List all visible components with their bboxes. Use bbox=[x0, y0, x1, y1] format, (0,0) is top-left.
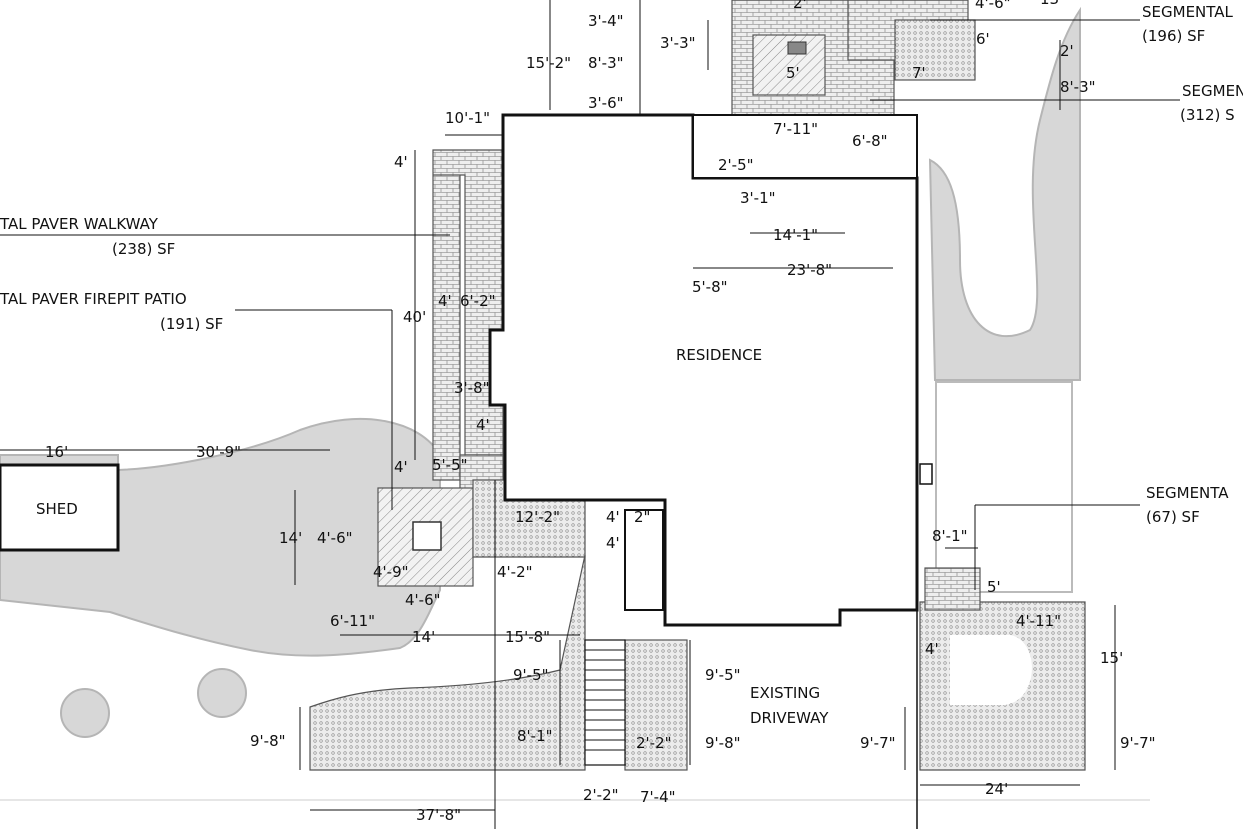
grill-box bbox=[787, 41, 807, 55]
seg-right-callout-area: (67) SF bbox=[1146, 508, 1200, 526]
dim-label: 2" bbox=[634, 508, 650, 526]
dim-label: 4'-6" bbox=[405, 591, 441, 609]
seg-right-callout-name: SEGMENTA bbox=[1146, 484, 1229, 502]
seg-mid-callout-area: (312) S bbox=[1180, 106, 1235, 124]
dim-label: 5' bbox=[987, 578, 1001, 596]
dim-label: 23'-8" bbox=[787, 261, 832, 279]
entry-steps bbox=[584, 639, 626, 766]
dim-label: 8'-3" bbox=[588, 54, 624, 72]
dim-label: 3'-4" bbox=[588, 12, 624, 30]
dim-label: 4' bbox=[925, 640, 939, 658]
firepit-callout-area: (191) SF bbox=[160, 315, 223, 333]
dim-label: 2'-5" bbox=[718, 156, 754, 174]
dim-label: 3'-1" bbox=[740, 189, 776, 207]
dim-label: 8'-1" bbox=[932, 527, 968, 545]
walkway-callout-name: TAL PAVER WALKWAY bbox=[0, 215, 159, 233]
window-box bbox=[624, 509, 664, 611]
dim-label: 14' bbox=[279, 529, 302, 547]
dim-label: 2' bbox=[793, 0, 807, 12]
residence-label: RESIDENCE bbox=[676, 346, 762, 364]
paver-walkway-left bbox=[432, 149, 504, 481]
pebble-pad-right-cut bbox=[950, 635, 1032, 705]
dim-label: 7'-11" bbox=[773, 120, 818, 138]
dim-label: 6' bbox=[976, 30, 990, 48]
dim-label: 4' bbox=[394, 153, 408, 171]
dim-label: 5'-8" bbox=[692, 278, 728, 296]
dim-label: 4' bbox=[476, 416, 490, 434]
dim-label: 13' bbox=[1040, 0, 1063, 8]
paver-strip-top bbox=[894, 19, 976, 81]
seg-mid-callout-name: SEGMEN bbox=[1182, 82, 1243, 100]
dim-label: 40' bbox=[403, 308, 426, 326]
dim-label: 9'-8" bbox=[250, 732, 286, 750]
dim-label: 7'-4" bbox=[640, 788, 676, 806]
dim-label: 4' bbox=[394, 458, 408, 476]
dim-label: 8'-1" bbox=[517, 727, 553, 745]
dim-label: 5' bbox=[786, 64, 800, 82]
dim-label: 5'-5" bbox=[432, 456, 468, 474]
dim-label: 30'-9" bbox=[196, 443, 241, 461]
seg-top-callout-area: (196) SF bbox=[1142, 27, 1205, 45]
dim-label: 7' bbox=[912, 64, 926, 82]
dim-label: 2'-2" bbox=[583, 786, 619, 804]
dim-label: 4'-2" bbox=[497, 563, 533, 581]
dim-label: 4' bbox=[606, 508, 620, 526]
dim-label: 4'-11" bbox=[1016, 612, 1061, 630]
dim-label: 9'-8" bbox=[705, 734, 741, 752]
dim-label: 6'-11" bbox=[330, 612, 375, 630]
dim-label: 15' bbox=[1100, 649, 1123, 667]
dim-label: 2' bbox=[1060, 42, 1074, 60]
dim-label: 4'-6" bbox=[975, 0, 1011, 12]
dim-label: 16' bbox=[45, 443, 68, 461]
dim-label: 9'-7" bbox=[860, 734, 896, 752]
dim-label: 2'-2" bbox=[636, 734, 672, 752]
dim-label: 9'-5" bbox=[705, 666, 741, 684]
dim-label: 3'-8" bbox=[454, 379, 490, 397]
dim-label: 37'-8" bbox=[416, 806, 461, 824]
dim-label: 9'-7" bbox=[1120, 734, 1156, 752]
callout-leaders bbox=[0, 19, 1180, 590]
existing-driveway-label-1: EXISTING bbox=[750, 684, 820, 702]
lawn-right-strip bbox=[928, 6, 1081, 381]
dim-label: 8'-3" bbox=[1060, 78, 1096, 96]
dim-label: 4' bbox=[438, 292, 452, 310]
dim-label: 6'-2" bbox=[460, 292, 496, 310]
dim-label: 4'-9" bbox=[373, 563, 409, 581]
ac-unit bbox=[919, 463, 933, 485]
dim-label: 24' bbox=[985, 780, 1008, 798]
dim-label: 6'-8" bbox=[852, 132, 888, 150]
existing-driveway-label-2: DRIVEWAY bbox=[750, 709, 829, 727]
dim-label: 10'-1" bbox=[445, 109, 490, 127]
paver-pad-right-small bbox=[924, 567, 981, 611]
dim-label: 14'-1" bbox=[773, 226, 818, 244]
dim-label: 15'-2" bbox=[526, 54, 571, 72]
firepit-callout-name: TAL PAVER FIREPIT PATIO bbox=[0, 290, 187, 308]
dim-label: 12'-2" bbox=[515, 508, 560, 526]
dimension-lines bbox=[0, 0, 1116, 829]
tree-circle-2 bbox=[197, 668, 247, 718]
lawn-right-lower bbox=[935, 381, 1073, 593]
dim-label: 4' bbox=[606, 534, 620, 552]
firepit bbox=[412, 521, 442, 551]
dim-label: 14' bbox=[412, 628, 435, 646]
pebble-pad-left bbox=[309, 554, 586, 771]
dim-label: 4'-6" bbox=[317, 529, 353, 547]
shed-label: SHED bbox=[36, 500, 78, 518]
dim-label: 15'-8" bbox=[505, 628, 550, 646]
porch-top bbox=[692, 114, 918, 179]
dim-label: 3'-6" bbox=[588, 94, 624, 112]
seg-top-callout-name: SEGMENTAL bbox=[1142, 3, 1234, 21]
dim-label: 9'-5" bbox=[513, 666, 549, 684]
walkway-callout-area: (238) SF bbox=[112, 240, 175, 258]
shed-outline bbox=[0, 463, 120, 552]
tree-circle-1 bbox=[60, 688, 110, 738]
dim-label: 3'-3" bbox=[660, 34, 696, 52]
